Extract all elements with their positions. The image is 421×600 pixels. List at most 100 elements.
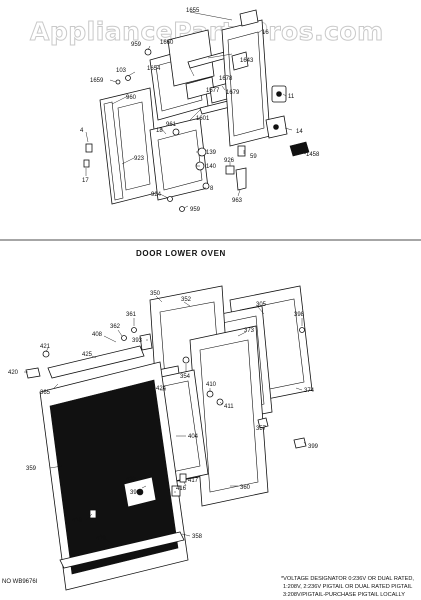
part-screw-362 [121, 335, 127, 341]
part-screw-961 [172, 128, 180, 136]
label-923: 923 [134, 156, 145, 162]
label-4: 4 [80, 128, 84, 134]
label-959b: 959 [190, 207, 201, 213]
label-424: 424 [156, 386, 167, 392]
part-panel-1660 [167, 29, 215, 87]
part-switch-1643 [231, 51, 249, 71]
label-11: 11 [288, 94, 295, 100]
part-screw-421 [42, 350, 50, 358]
label-1677: 1677 [206, 88, 220, 94]
label-1660: 1660 [160, 40, 174, 46]
label-1678: 1678 [219, 76, 233, 82]
part-clip-1655 [239, 9, 259, 27]
label-420: 420 [8, 370, 19, 376]
label-16a: 16 [262, 30, 269, 36]
label-350: 350 [150, 291, 161, 297]
part-hinge-416 [171, 485, 181, 497]
label-961: 961 [166, 122, 177, 128]
part-bracket-963 [235, 167, 247, 191]
label-924: 924 [151, 192, 162, 198]
part-clip-17 [83, 159, 90, 168]
label-103: 103 [116, 68, 127, 74]
label-404: 404 [188, 434, 199, 440]
part-part-357 [257, 417, 269, 429]
label-408: 408 [92, 332, 103, 338]
note-line-3: 3:208V/PIGTAIL-PURCHASE PIGTAIL LOCALLY [283, 592, 405, 598]
part-screw-1659 [115, 79, 121, 85]
label-959a: 959 [131, 42, 142, 48]
note-line-1: *VOLTAGE DESIGNATOR 0:236V OR DUAL RATED… [281, 576, 414, 582]
label-1679: 1679 [226, 90, 240, 96]
part-screw-361 [131, 327, 137, 333]
upper-labels: 1655 16 1660 959 1643 1654 103 1678 1659… [80, 8, 320, 213]
label-374: 374 [304, 388, 315, 394]
part-screw-924 [167, 196, 173, 202]
label-960: 960 [126, 95, 137, 101]
label-411: 411 [224, 404, 234, 410]
label-59: 59 [250, 154, 257, 160]
label-421: 421 [40, 344, 51, 350]
part-trim-425 [47, 345, 145, 379]
part-trim-419 [59, 531, 185, 569]
label-1655: 1655 [186, 8, 200, 14]
label-425: 425 [82, 352, 93, 358]
label-393: 393 [132, 338, 143, 344]
label-416: 416 [176, 486, 187, 492]
part-panel-16 [221, 19, 271, 147]
part-bracket-59 [237, 145, 246, 157]
label-1458: 1458 [306, 152, 320, 158]
label-418: 418 [72, 518, 83, 524]
part-screw-959-top [144, 48, 152, 56]
label-926: 926 [224, 158, 235, 164]
lower-assembly [24, 285, 313, 591]
part-screw-398 [299, 327, 305, 333]
part-part-418 [89, 509, 97, 519]
label-359: 359 [26, 466, 37, 472]
label-358: 358 [192, 534, 203, 540]
label-140: 140 [206, 164, 217, 170]
part-latch-1458 [289, 141, 310, 157]
section-title: DOOR LOWER OVEN [136, 249, 226, 258]
label-422: 422 [126, 477, 137, 483]
part-part-399b [293, 437, 307, 449]
label-373: 373 [244, 328, 255, 334]
label-410: 410 [206, 382, 217, 388]
voltage-notes: *VOLTAGE DESIGNATOR 0:236V OR DUAL RATED… [281, 576, 414, 598]
label-360: 360 [240, 485, 251, 491]
label-352: 352 [181, 297, 192, 303]
label-399a: 399 [308, 444, 319, 450]
label-361: 361 [126, 312, 137, 318]
part-screw-103 [125, 75, 131, 81]
label-1643: 1643 [240, 58, 254, 64]
part-clip-393 [139, 333, 153, 351]
note-line-2: 1:208V, 2:236V PIGTAIL OR DUAL RATED PIG… [283, 584, 412, 590]
label-139: 139 [206, 150, 217, 156]
part-clip-4 [85, 143, 93, 153]
label-357: 357 [256, 426, 267, 432]
label-398: 398 [294, 312, 305, 318]
label-1601: 1601 [196, 116, 210, 122]
part-part-417 [179, 473, 187, 483]
label-1654: 1654 [147, 66, 161, 72]
lower-labels: 350 352 305 398 361 362 408 393 425 421 … [8, 291, 319, 542]
label-362: 362 [110, 324, 121, 330]
label-399b: 399 [130, 490, 141, 496]
part-screw-420 [25, 367, 41, 379]
label-8: 8 [210, 186, 214, 192]
label-417: 417 [188, 478, 199, 484]
label-419: 419 [96, 536, 107, 542]
upper-assembly [83, 9, 310, 212]
part-part-354 [182, 356, 190, 364]
label-305: 305 [256, 302, 267, 308]
part-screw-8 [202, 182, 210, 190]
model-number: NO WB9676I [2, 579, 38, 585]
label-963: 963 [232, 198, 243, 204]
label-14: 14 [296, 129, 303, 135]
label-1659: 1659 [90, 78, 104, 84]
part-window-358 [49, 379, 179, 575]
part-ring-139 [197, 147, 207, 157]
label-17: 17 [82, 178, 89, 184]
part-bracket-926 [225, 165, 235, 175]
label-18: 18 [156, 128, 163, 134]
